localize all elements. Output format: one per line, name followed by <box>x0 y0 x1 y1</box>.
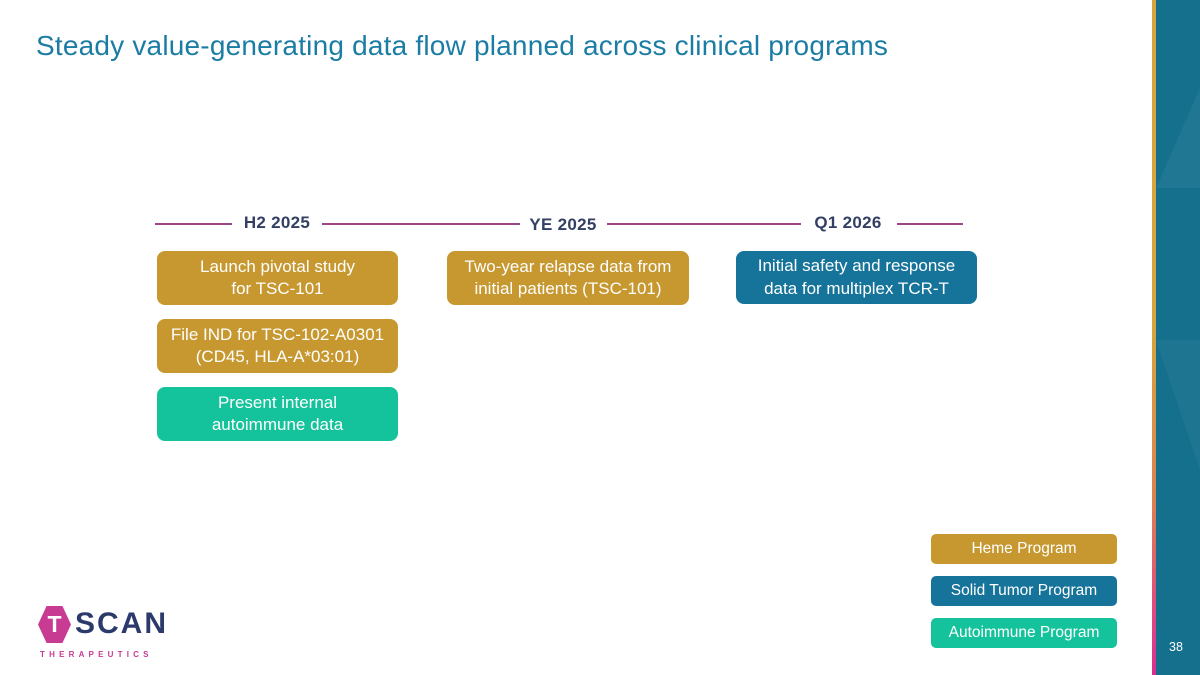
page-title: Steady value-generating data flow planne… <box>36 30 889 61</box>
timeline-period-h2-2025: H2 2025 <box>243 213 311 232</box>
milestone-two-year-relapse-data: Two-year relapse data from initial patie… <box>447 251 689 305</box>
tscan-logo-tagline: THERAPEUTICS <box>40 650 153 659</box>
milestone-initial-safety-response: Initial safety and response data for mul… <box>736 251 977 304</box>
legend-autoimmune-program: Autoimmune Program <box>931 618 1117 648</box>
right-teal-panel <box>1156 0 1200 675</box>
right-accent-gradient-line <box>1152 0 1156 675</box>
page-number: 38 <box>1169 640 1183 654</box>
timeline-line-segment <box>607 223 801 225</box>
timeline-period-ye-2025: YE 2025 <box>529 215 597 234</box>
legend-heme-program: Heme Program <box>931 534 1117 564</box>
tscan-hexagon-icon: T <box>38 606 71 643</box>
milestone-file-ind-tsc-102: File IND for TSC-102-A0301 (CD45, HLA-A*… <box>157 319 398 373</box>
legend-solid-tumor-program: Solid Tumor Program <box>931 576 1117 606</box>
timeline-line-segment <box>322 223 520 225</box>
timeline-line-segment <box>897 223 963 225</box>
tscan-logo-name: SCAN <box>75 607 169 640</box>
timeline-line-segment <box>155 223 232 225</box>
timeline-period-q1-2026: Q1 2026 <box>814 213 882 232</box>
milestone-launch-pivotal-study: Launch pivotal study for TSC-101 <box>157 251 398 305</box>
panel-facet-decoration <box>1156 88 1200 188</box>
panel-facet-decoration <box>1156 340 1200 470</box>
tscan-logo: T SCAN THERAPEUTICS <box>38 604 178 659</box>
milestone-present-autoimmune-data: Present internal autoimmune data <box>157 387 398 441</box>
